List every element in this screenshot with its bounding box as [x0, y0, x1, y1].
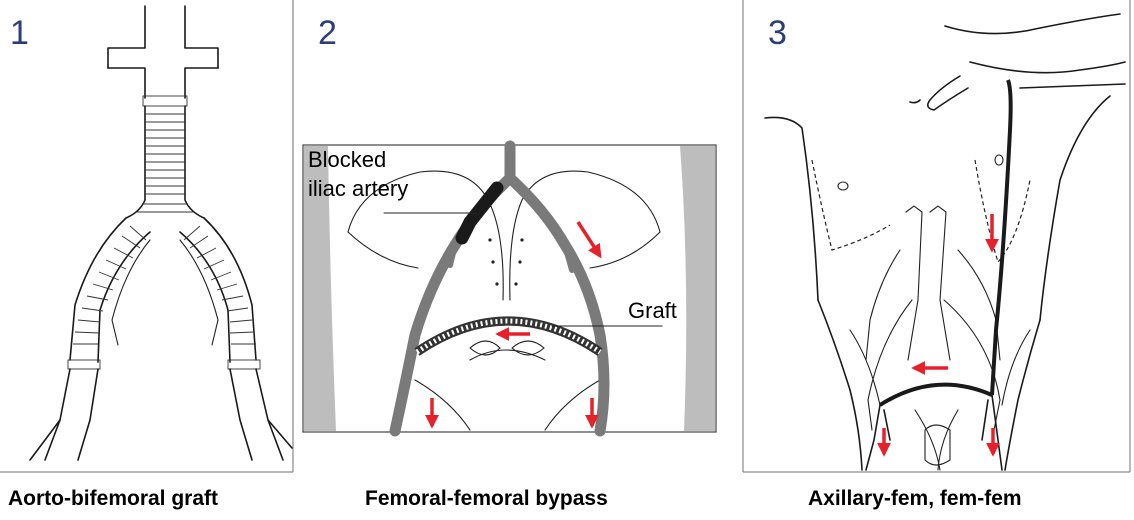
flow-arrows-panel-2	[425, 221, 602, 429]
arrow-right-iliac	[576, 221, 602, 259]
panel-3-number: 3	[768, 14, 787, 52]
femoral-bypass-inset: Blocked iliac artery Graft	[302, 140, 717, 437]
panel-1-number: 1	[10, 14, 29, 52]
graft-label: Graft	[628, 298, 677, 323]
panel-1: 1	[8, 5, 293, 510]
panel-1-caption: Aorto-bifemoral graft	[8, 487, 218, 510]
fem-fem-graft	[878, 382, 993, 407]
panel-2: 2	[302, 14, 717, 510]
panel-3-caption: Axillary-fem, fem-fem	[808, 487, 1022, 510]
axillary-fem-drawing	[764, 13, 1126, 471]
axillary-graft	[990, 79, 1013, 396]
panel-3: 3	[764, 13, 1126, 510]
graft-leg-rings	[73, 225, 256, 345]
inset-left-body	[304, 146, 336, 431]
panel-borders	[0, 0, 1131, 473]
panel-2-caption: Femoral-femoral bypass	[365, 487, 608, 510]
panel-2-number: 2	[318, 14, 337, 52]
inset-right-body	[680, 146, 715, 431]
flow-arrows-panel-3	[877, 214, 1000, 457]
graft-trunk-rings	[137, 113, 193, 213]
blocked-segment	[455, 181, 504, 245]
blocked-label-line2: iliac artery	[308, 176, 408, 201]
blocked-label-line1: Blocked	[308, 147, 386, 172]
aorto-bifemoral-drawing	[29, 5, 293, 461]
